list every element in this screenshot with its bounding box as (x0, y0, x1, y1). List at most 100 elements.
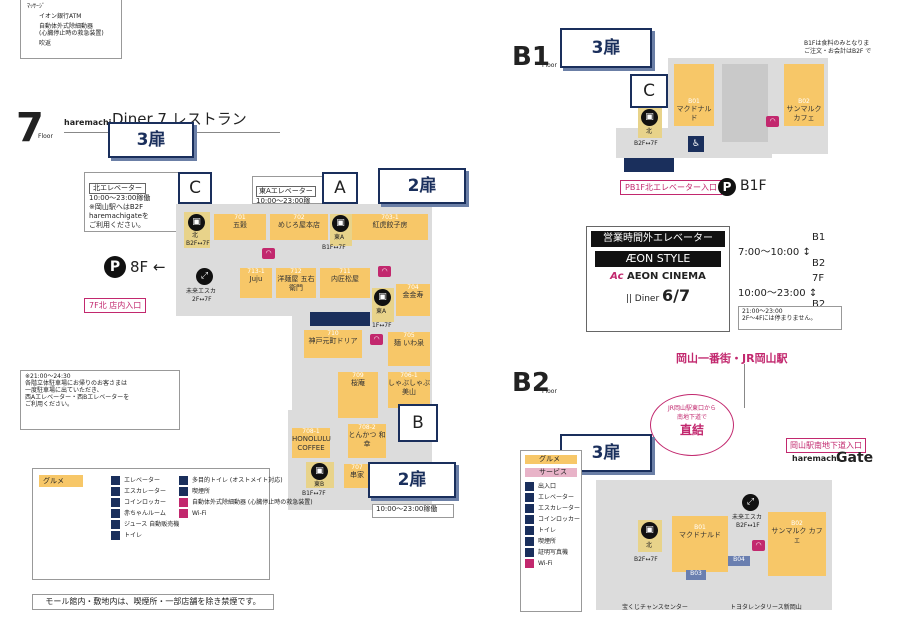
wifi-icon (179, 509, 188, 518)
east-b-floors: B1F↔7F (302, 490, 326, 497)
parking-icon: P (104, 256, 126, 278)
b2-escalator-label: 未来エスカ (732, 514, 763, 521)
b2-legend-gourmet: グルメ (525, 455, 577, 464)
escalator-icon (111, 487, 120, 496)
locker-icon (525, 515, 534, 524)
map-floor-bottom (288, 410, 358, 510)
elevator-icon: ▣ (641, 109, 658, 126)
north-elevator-note2: haremachigateを (89, 212, 149, 220)
header-brand: haremachi (64, 118, 112, 127)
b1-entrance: PB1F北エレベーター入口 (620, 180, 723, 195)
entrance-7f: 7F北 店内入口 (84, 298, 147, 313)
legend-item: エレベーター (538, 494, 575, 501)
circle-line: 南地下道で (676, 414, 707, 421)
north-elev-label: 北 (192, 232, 199, 239)
b2-north-label: 北 (646, 542, 653, 549)
exit-icon (525, 482, 534, 491)
night-note-line: ご利用ください。 (25, 401, 74, 408)
b2-shop-b03[interactable]: B03 (686, 570, 706, 580)
north-elevator-note3: ご利用ください。 (89, 221, 145, 229)
escalator-icon: ⤢ (196, 268, 213, 285)
north-elevator-block[interactable]: ▣ 北 (184, 212, 210, 248)
north-elevator-info: 北エレベーター 10:00～23:00稼働 ※岡山駅へはB2F haremach… (84, 172, 188, 232)
gate-brand: haremachi (792, 454, 840, 463)
legend-item: トイレ (538, 527, 557, 534)
toilet-icon (525, 526, 534, 535)
legend-item: 赤ちゃんルーム (124, 510, 166, 517)
floor-7-sub: Floor (38, 133, 53, 140)
floor-b1-label: B1 (512, 42, 550, 72)
east-b-elevator-block[interactable]: ▣ 東B (306, 462, 334, 488)
callout-door-3: 3扉 (108, 122, 194, 158)
aeon-cinema-logo: Ac AEON CINEMA (610, 271, 706, 282)
east-a2-floors: 1F↔7F (372, 322, 392, 329)
b1-north-label: 北 (646, 128, 653, 135)
vending-icon (111, 520, 120, 529)
legend-item: トイレ (124, 532, 143, 539)
escalator-label: 未来エスカ (186, 288, 217, 295)
aed-icon (179, 498, 188, 507)
after-hours-elevator-panel: 営業時間外エレベーター ÆON STYLE Ac AEON CINEMA || … (586, 226, 730, 332)
east-a-elevator-block[interactable]: ▣ 東A (330, 214, 352, 246)
wifi-icon: ◠ (378, 266, 391, 277)
b2-shop-b04[interactable]: B04 (728, 556, 750, 566)
legend-misc: 吹返 (39, 40, 52, 47)
legend-item: エスカレーター (124, 488, 167, 495)
floor-b1-sub: Floor (542, 62, 557, 69)
b1-north-elevator[interactable]: ▣ 北 (638, 108, 662, 138)
time2: 10:00～23:00 (738, 288, 806, 299)
aeon-style-logo: ÆON STYLE (595, 251, 721, 267)
marker-c: C (178, 172, 212, 204)
wifi-icon: ◠ (752, 540, 765, 551)
night-note-line: 2F～4Fには停まりません。 (742, 315, 817, 322)
locker-icon (111, 498, 120, 507)
east-a2-label: 東A (376, 308, 387, 315)
elevator-icon: ▣ (374, 289, 391, 306)
wifi-icon: ◠ (766, 116, 779, 127)
b2-bottom-label-1: 宝くじチャンスセンター (622, 604, 688, 611)
wifi-icon: ◠ (370, 334, 383, 345)
east-a-elevator-title: 東Aエレベーター (256, 186, 316, 197)
escalator-icon: ⤢ (742, 494, 759, 511)
legend-item: 出入口 (538, 483, 557, 490)
accessible-toilet-icon (179, 476, 188, 485)
circle-line: JR岡山駅東口から (668, 405, 716, 412)
b2-escalator-floors: B2F↔1F (736, 522, 760, 529)
north-elevator-note1: ※岡山駅へはB2F (89, 203, 144, 211)
east-b-hours: 10:00～23:00稼働 (376, 505, 438, 513)
photo-booth-icon (525, 548, 534, 557)
east-a2-elevator-block[interactable]: ▣ 東A (372, 288, 394, 322)
diner-logo: || Diner 6/7 (625, 286, 691, 305)
night-note-line: ※21:00～24:30 (25, 373, 71, 380)
wifi-icon: ◠ (262, 248, 275, 259)
legend-item: エスカレーター (538, 505, 581, 512)
b1-note-line2: ご注文・お会計はB2F で (804, 48, 872, 55)
b2-legend-service: サービス (525, 468, 577, 477)
elevator-icon: ▣ (311, 463, 328, 480)
toilet-icon (111, 531, 120, 540)
range1-top: B1 (812, 232, 826, 243)
b2-north-elevator[interactable]: ▣ 北 (638, 520, 662, 552)
elevator-icon (525, 493, 534, 502)
legend-item: コインロッカー (124, 499, 167, 506)
south-underground-entrance: 岡山駅南地下道入口 (786, 438, 866, 453)
after-hours-night-note: 21:00～23:00 2F～4Fには停まりません。 (738, 306, 842, 330)
